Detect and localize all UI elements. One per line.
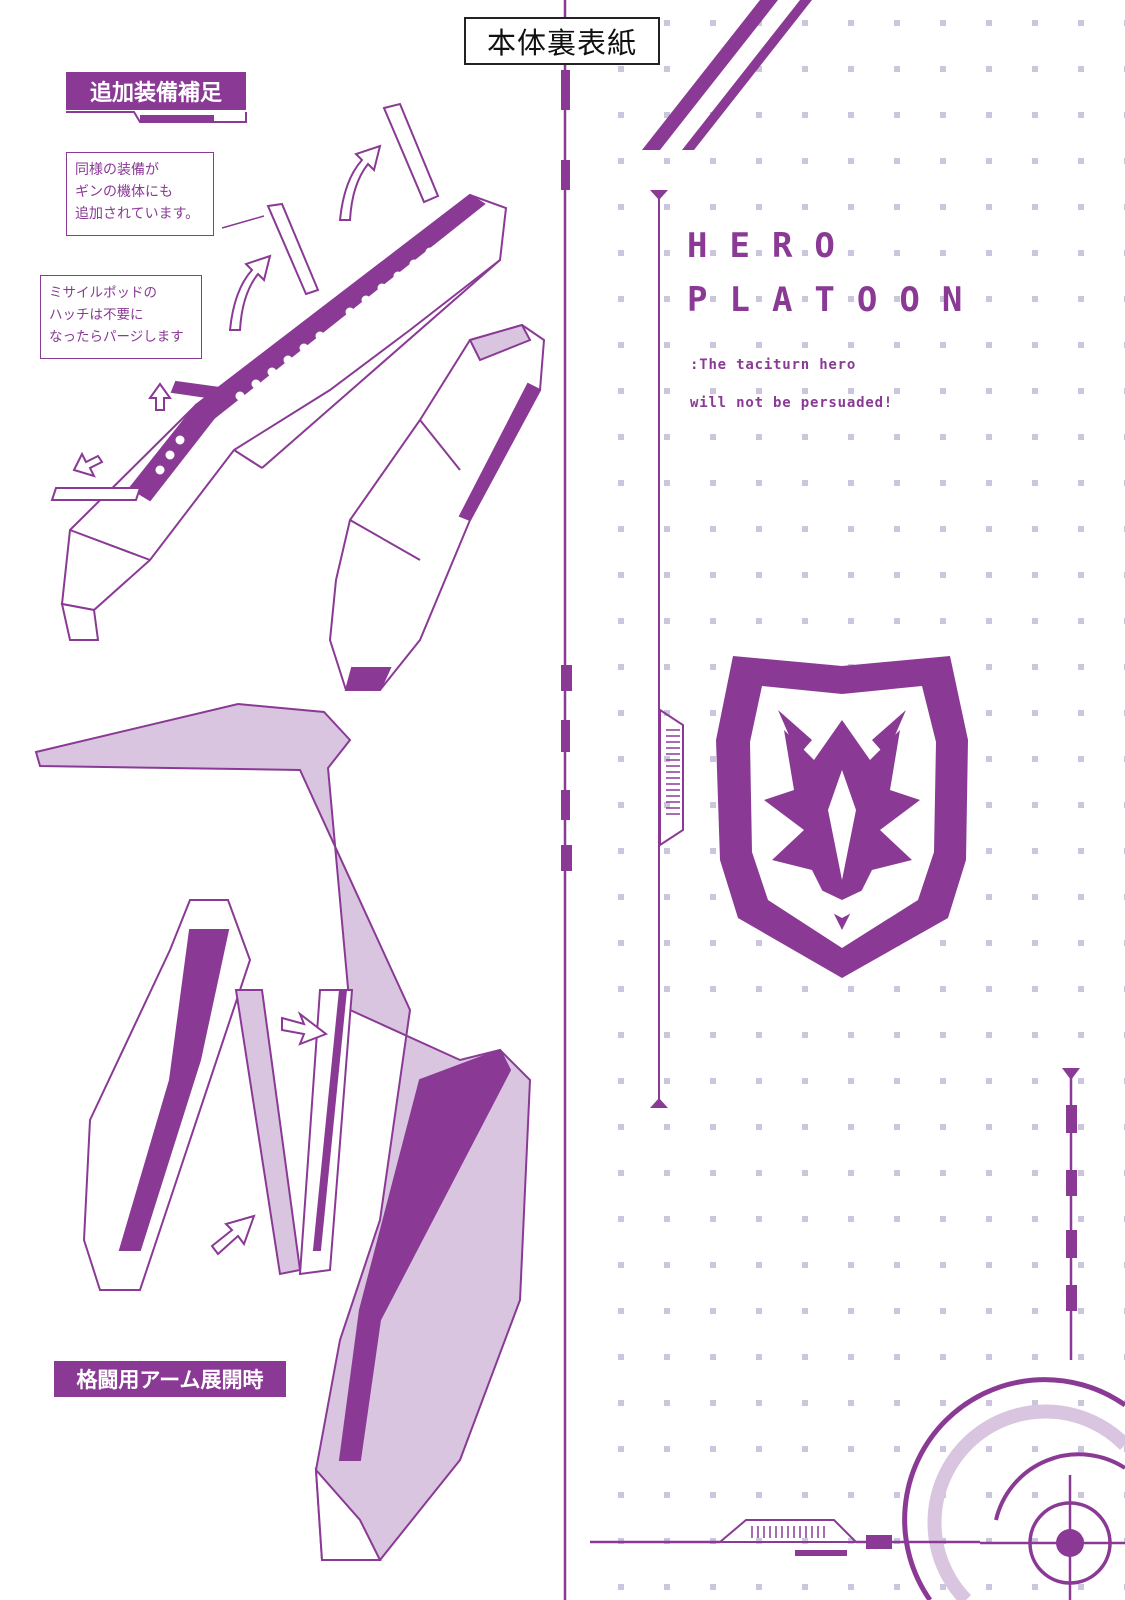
title-bracket: [66, 111, 247, 123]
side-armor-illustration: [328, 323, 546, 691]
cover-section-label: 本体裏表紙: [464, 17, 660, 65]
note-line: ミサイルポッドの: [49, 285, 157, 301]
shield-emblem-icon: [716, 656, 968, 978]
diagonal-stripes: [642, 0, 812, 150]
title-platoon: PLATOON: [687, 280, 985, 320]
note-line: 同様の装備が: [75, 162, 159, 178]
right-panel-rule: [650, 190, 684, 1108]
hatch-note: ミサイルポッドの ハッチは不要に なったらパージします: [40, 275, 202, 359]
bottom-connector: [590, 1519, 980, 1556]
note-line: なったらパージします: [49, 329, 184, 345]
title-hero: HERO: [687, 226, 857, 266]
note-line: 追加されています。: [75, 206, 200, 222]
fighting-arm-illustration: [34, 702, 532, 1561]
missile-pod-illustration: [50, 102, 508, 641]
center-divider: [561, 0, 572, 1600]
note-line: ハッチは不要に: [49, 307, 144, 323]
equipment-note: 同様の装備が ギンの機体にも 追加されています。: [66, 152, 214, 236]
tagline-line-2: will not be persuaded!: [690, 395, 894, 411]
tagline-line-1: :The taciturn hero: [690, 357, 857, 373]
note-leader-line: [221, 215, 265, 229]
equipment-section-title: 追加装備補足: [66, 72, 246, 110]
note-line: ギンの機体にも: [75, 184, 173, 200]
target-reticle-icon: [902, 1377, 1125, 1600]
arm-section-title: 格闘用アーム展開時: [54, 1361, 286, 1397]
lower-right-rule: [1062, 1068, 1080, 1360]
arrow-icon: [72, 144, 382, 1256]
